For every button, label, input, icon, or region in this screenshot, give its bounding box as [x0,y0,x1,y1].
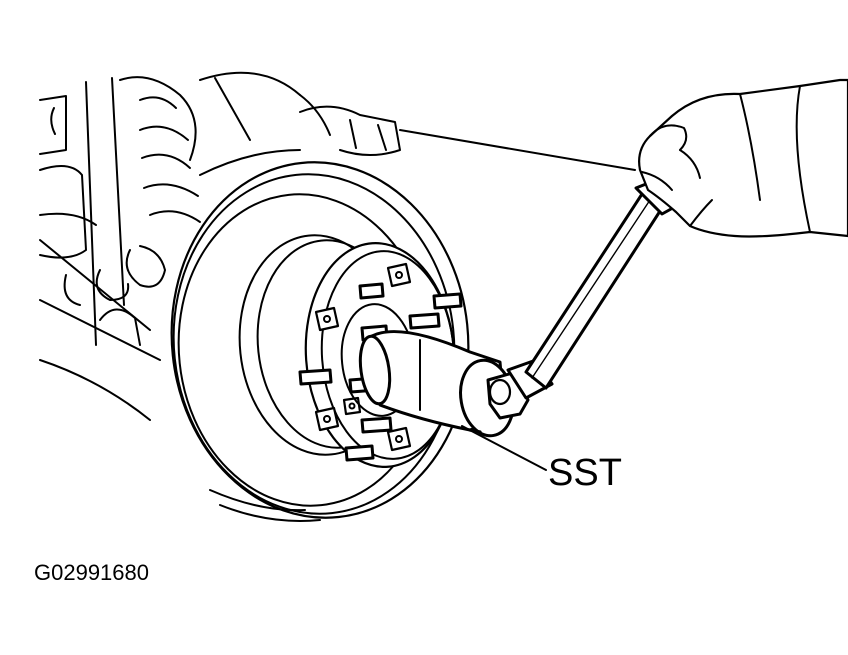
figure-code: G02991680 [34,560,149,585]
tool-callout-label: SST [548,452,622,494]
callout-leader-line [461,425,547,471]
wheel-studs [298,282,463,462]
technician-hand [638,78,848,238]
suspension-background [39,71,636,421]
wrench-extension [486,174,682,420]
hub-bolts [314,262,412,452]
